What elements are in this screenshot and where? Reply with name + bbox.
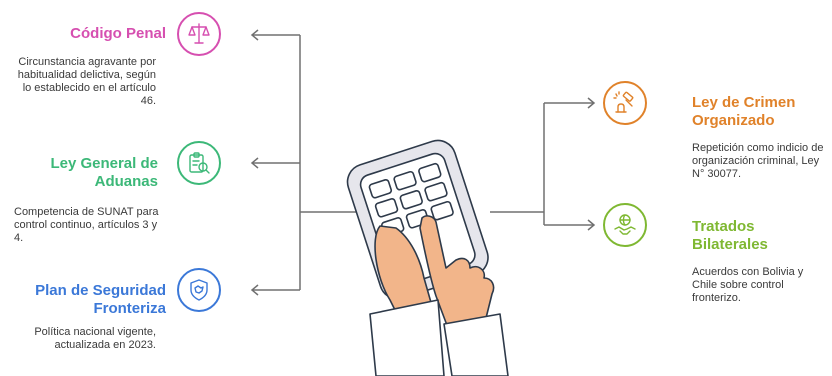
ley-aduanas-description: Competencia de SUNAT para control contin… <box>14 206 164 245</box>
gavel-icon <box>603 81 647 125</box>
codigo-penal-description: Circunstancia agravante por habitualidad… <box>10 56 156 108</box>
ley-crimen-title: Ley de Crimen Organizado <box>692 94 822 130</box>
scales-icon <box>177 12 221 56</box>
calculator-hands-illustration <box>340 128 540 376</box>
plan-seguridad-description: Política nacional vigente, actualizada e… <box>24 326 156 352</box>
ley-crimen-description: Repetición como indicio de organización … <box>692 142 828 181</box>
tratados-description: Acuerdos con Bolivia y Chile sobre contr… <box>692 266 828 305</box>
handshake-globe-icon <box>603 203 647 247</box>
plan-seguridad-title: Plan de Seguridad Fronteriza <box>6 282 166 318</box>
shield-map-icon <box>177 268 221 312</box>
ley-aduanas-title: Ley General de Aduanas <box>20 155 158 191</box>
codigo-penal-title: Código Penal <box>20 25 166 43</box>
clipboard-search-icon <box>177 141 221 185</box>
tratados-title: Tratados Bilaterales <box>692 218 822 254</box>
